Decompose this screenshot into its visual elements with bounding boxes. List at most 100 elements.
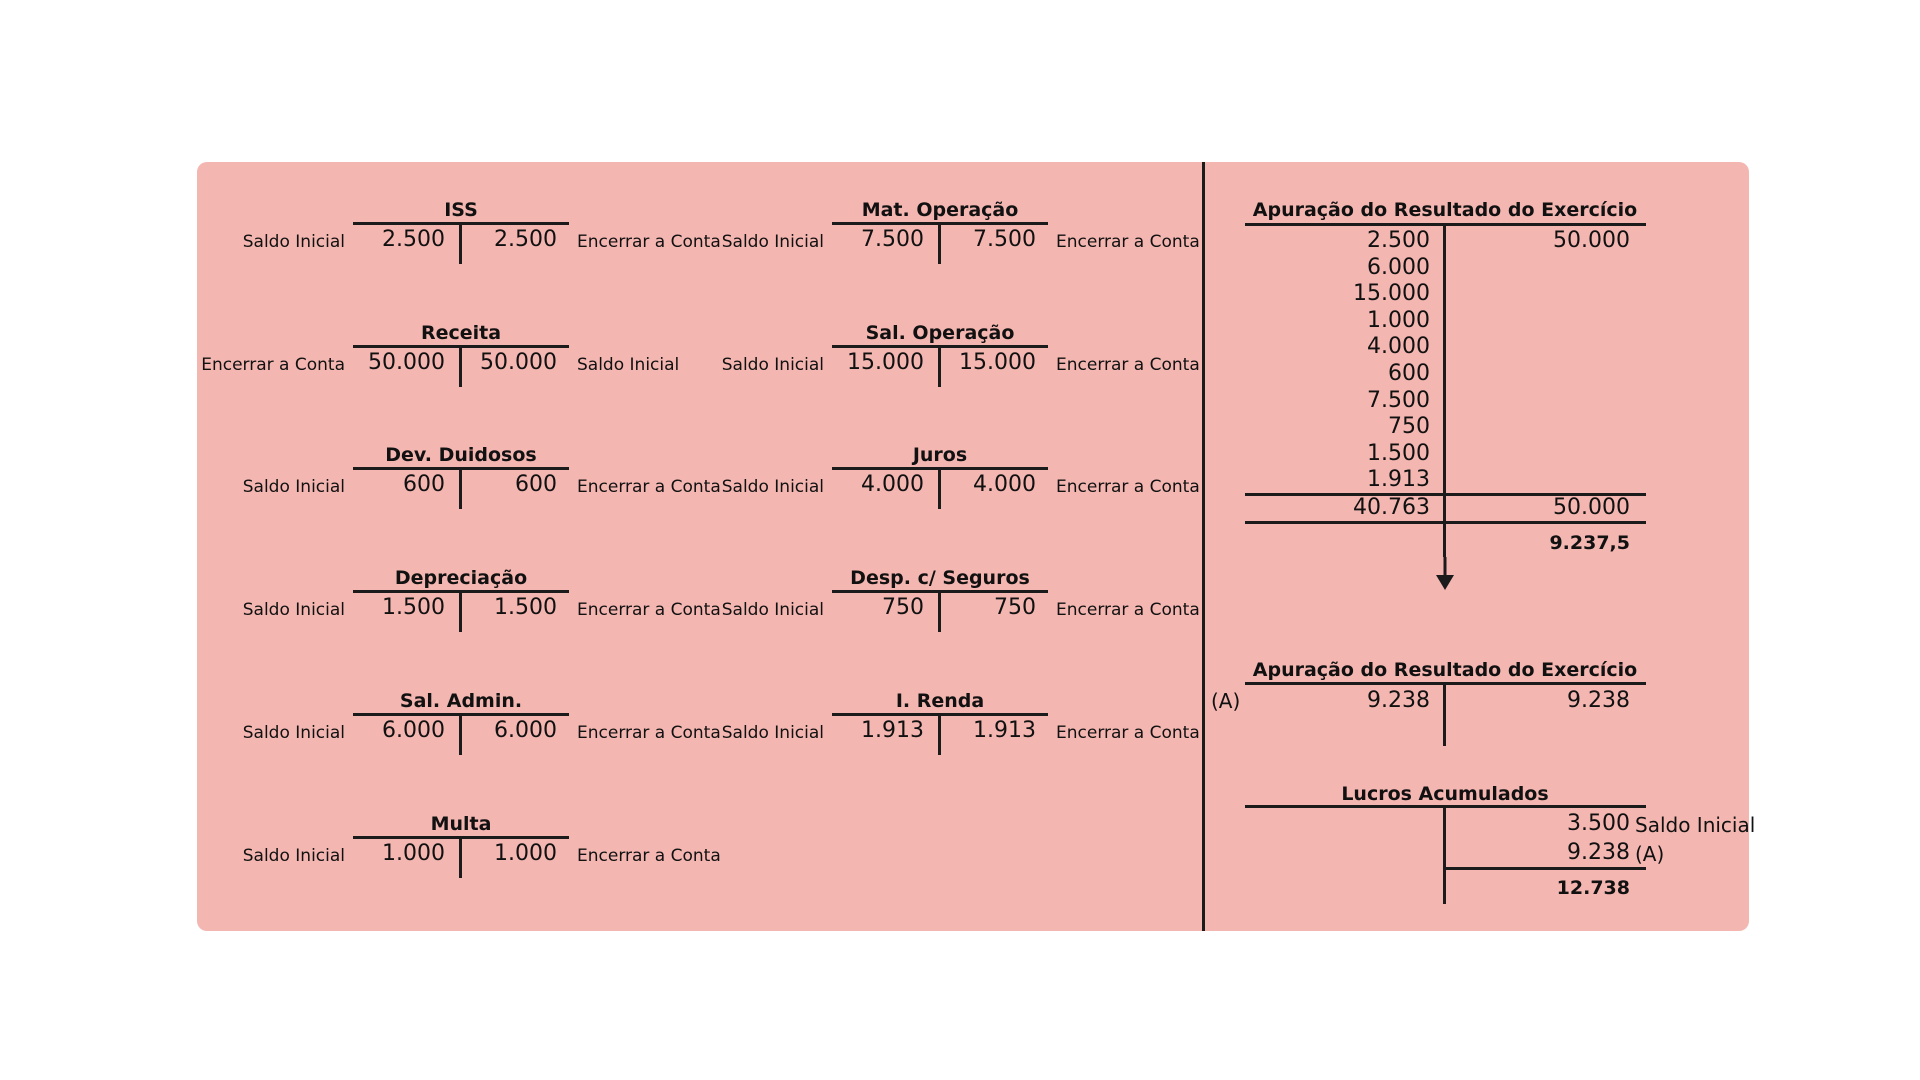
t-account-left-label: Saldo Inicial	[242, 846, 345, 866]
t-account-stem	[938, 715, 941, 755]
t-account-right-label: Encerrar a Conta	[577, 846, 721, 866]
t-account-right-label: Encerrar a Conta	[1056, 477, 1200, 497]
are-title: Apuração do Resultado do Exercício	[1252, 199, 1638, 221]
are-result: 9.237,5	[1549, 532, 1630, 554]
t-account-left-label: Saldo Inicial	[721, 723, 824, 743]
t-account-left-label: Saldo Inicial	[242, 477, 345, 497]
t-account-debit: 600	[403, 472, 445, 497]
t-account-debit: 7.500	[861, 227, 924, 252]
t-account-right-label: Encerrar a Conta	[577, 477, 721, 497]
t-account-credit: 6.000	[494, 718, 557, 743]
t-account-debit: 1.913	[861, 718, 924, 743]
t-account-right-label: Saldo Inicial	[577, 355, 680, 375]
t-account-top-line	[832, 345, 1048, 348]
t-account-top-line	[353, 713, 569, 716]
are-top-line	[1245, 223, 1646, 226]
t-account-credit: 1.500	[494, 595, 557, 620]
t-account-stem	[938, 224, 941, 264]
t-account-left-label: Saldo Inicial	[721, 232, 824, 252]
are2-marker: (A)	[1211, 689, 1241, 713]
t-account-credit: 1.913	[973, 718, 1036, 743]
t-account-title: Dev. Duidosos	[385, 444, 537, 466]
t-account-left-label: Saldo Inicial	[721, 477, 824, 497]
t-account-debit: 15.000	[847, 350, 924, 375]
lucros-title: Lucros Acumulados	[1341, 783, 1549, 805]
t-account-stem	[938, 469, 941, 509]
t-account-left-label: Saldo Inicial	[242, 600, 345, 620]
t-account-stem	[938, 592, 941, 632]
are-sum-line	[1245, 493, 1646, 496]
t-account-title: Sal. Operação	[865, 322, 1015, 344]
t-account-credit: 4.000	[973, 472, 1036, 497]
are-debit-entry: 6.000	[1367, 254, 1430, 280]
t-account-stem	[459, 838, 462, 878]
are-debit-entry: 1.000	[1367, 307, 1430, 333]
t-account-top-line	[832, 590, 1048, 593]
lucros-credit-2: 9.238	[1567, 840, 1630, 865]
are2-title: Apuração do Resultado do Exercício	[1252, 659, 1638, 681]
t-account-debit: 6.000	[382, 718, 445, 743]
t-account-stem	[459, 715, 462, 755]
t-account-credit: 15.000	[959, 350, 1036, 375]
column-divider	[1202, 162, 1205, 931]
t-account-title: Sal. Admin.	[399, 690, 523, 712]
t-account-top-line	[832, 713, 1048, 716]
t-account-right-label: Encerrar a Conta	[577, 600, 721, 620]
are-debit-entry: 7.500	[1367, 387, 1430, 413]
t-account-title: ISS	[444, 199, 478, 221]
lucros-total: 12.738	[1556, 877, 1630, 899]
t-account-right-label: Encerrar a Conta	[1056, 355, 1200, 375]
t-account-top-line	[353, 222, 569, 225]
lucros-stem	[1443, 807, 1446, 904]
t-account-stem	[459, 224, 462, 264]
t-account-debit: 750	[882, 595, 924, 620]
t-account-left-label: Encerrar a Conta	[201, 355, 345, 375]
are2-credit: 9.238	[1567, 688, 1630, 713]
are2-debit: 9.238	[1367, 688, 1430, 713]
t-account-right-label: Encerrar a Conta	[1056, 232, 1200, 252]
are-debit-entry: 4.000	[1367, 334, 1430, 360]
are-debit-entry: 600	[1388, 361, 1430, 386]
are-debit-entry: 15.000	[1353, 281, 1430, 307]
are-stem	[1443, 225, 1446, 557]
t-account-debit: 4.000	[861, 472, 924, 497]
t-account-title: Mat. Operação	[861, 199, 1019, 221]
lucros-top-line	[1245, 805, 1646, 808]
are-total-line	[1245, 521, 1646, 524]
t-account-credit: 50.000	[480, 350, 557, 375]
are-debit-entry: 750	[1388, 414, 1430, 440]
t-account-top-line	[832, 222, 1048, 225]
t-account-title: Multa	[430, 813, 492, 835]
t-account-right-label: Encerrar a Conta	[1056, 723, 1200, 743]
are-total-credit: 50.000	[1553, 495, 1630, 520]
t-account-title: Depreciação	[394, 567, 528, 589]
t-account-top-line	[353, 590, 569, 593]
t-account-stem	[938, 347, 941, 387]
t-account-right-label: Encerrar a Conta	[577, 723, 721, 743]
arrow-down-icon	[1436, 557, 1454, 590]
t-account-stem	[459, 469, 462, 509]
t-account-credit: 750	[994, 595, 1036, 620]
are-credit: 50.000	[1553, 228, 1630, 253]
t-account-title: I. Renda	[895, 690, 985, 712]
t-account-left-label: Saldo Inicial	[242, 723, 345, 743]
t-account-credit: 600	[515, 472, 557, 497]
diagram-panel	[197, 162, 1749, 931]
t-account-credit: 2.500	[494, 227, 557, 252]
t-account-right-label: Encerrar a Conta	[1056, 600, 1200, 620]
t-account-stem	[459, 347, 462, 387]
lucros-credit-1: 3.500	[1567, 811, 1630, 836]
are2-top-line	[1245, 682, 1646, 685]
are-debit-entry: 2.500	[1367, 228, 1430, 253]
t-account-left-label: Saldo Inicial	[721, 355, 824, 375]
t-account-title: Juros	[912, 444, 968, 466]
t-account-left-label: Saldo Inicial	[721, 600, 824, 620]
t-account-credit: 1.000	[494, 841, 557, 866]
t-account-top-line	[353, 836, 569, 839]
are2-stem	[1443, 684, 1446, 746]
t-account-debit: 1.500	[382, 595, 445, 620]
lucros-credit-2-label: (A)	[1635, 842, 1665, 866]
t-account-top-line	[353, 467, 569, 470]
lucros-credit-1-label: Saldo Inicial	[1635, 813, 1756, 837]
t-account-right-label: Encerrar a Conta	[577, 232, 721, 252]
